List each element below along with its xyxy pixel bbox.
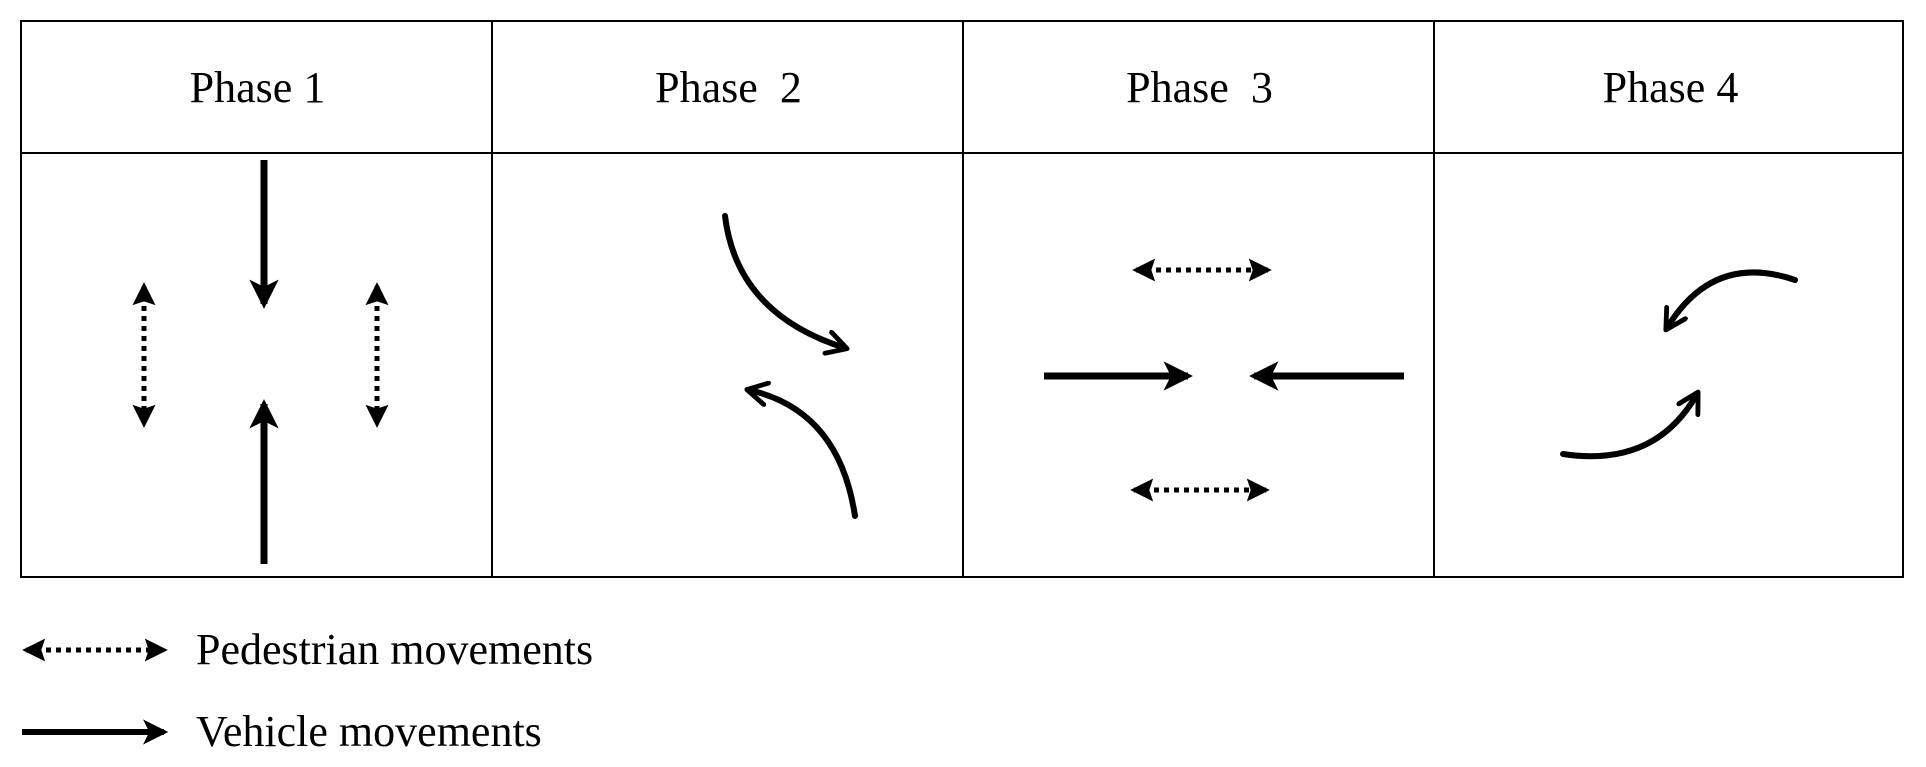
phase-4-diagram xyxy=(1435,154,1906,576)
vehicle-legend-label: Vehicle movements xyxy=(196,707,542,756)
left-turn-vehicle-arrow xyxy=(749,390,858,519)
column-divider xyxy=(491,22,493,576)
column-divider xyxy=(1433,22,1435,576)
phase-4-header: Phase 4 xyxy=(1602,62,1739,112)
pedestrian-arrow-icon xyxy=(22,638,168,661)
phase-2-diagram xyxy=(493,154,964,576)
phase-2-header: Phase 2 xyxy=(655,62,802,112)
left-turn-vehicle-arrow xyxy=(1667,269,1798,328)
phase-1-header: Phase 1 xyxy=(189,62,326,112)
legend-vehicle: Vehicle movements xyxy=(20,706,542,757)
column-divider xyxy=(962,22,964,576)
phase-1-diagram xyxy=(22,154,493,576)
pedestrian-legend-label: Pedestrian movements xyxy=(196,625,594,674)
left-turn-vehicle-arrow xyxy=(722,213,845,348)
left-turn-vehicle-arrow xyxy=(1560,394,1697,460)
vehicle-arrow-icon xyxy=(22,718,169,745)
phase-3-header: Phase 3 xyxy=(1126,62,1273,112)
legend-pedestrian: Pedestrian movements xyxy=(20,624,593,675)
phase-3-diagram xyxy=(964,154,1435,576)
phase-table: Phase 1 Phase 2 Phase 3 Phase 4 xyxy=(20,20,1904,578)
